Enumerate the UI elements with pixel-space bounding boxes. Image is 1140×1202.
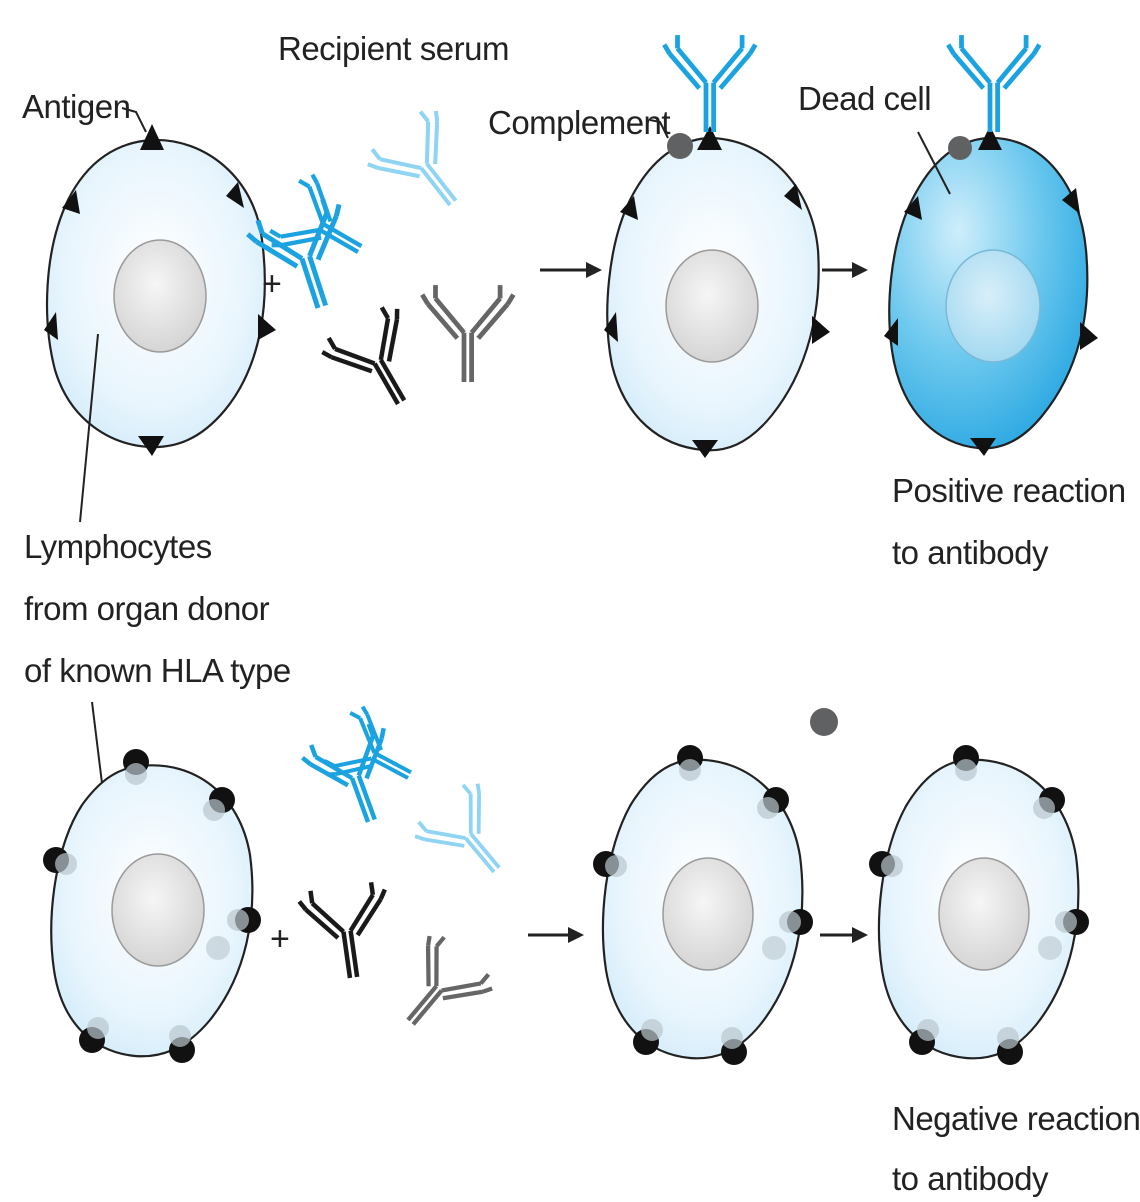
plus-sign-bottom: + — [270, 920, 290, 958]
dead-cell — [889, 138, 1087, 448]
nucleus — [666, 250, 758, 362]
antibody-blue-bottom — [299, 703, 427, 836]
nucleus — [939, 858, 1029, 970]
nucleus — [663, 858, 753, 970]
antibody-bound-top-3 — [948, 35, 1039, 132]
antibody-light-blue-bottom — [410, 777, 528, 896]
label-lymphocytes-2: from organ donor — [24, 590, 270, 627]
antibody-black-bottom — [298, 881, 396, 984]
nucleus — [946, 250, 1040, 362]
arrow-bottom-1 — [528, 927, 584, 943]
antibody-gray-bottom — [379, 930, 497, 1049]
label-lymphocytes-1: Lymphocytes — [24, 528, 212, 565]
label-positive-reaction-1: Positive reaction — [892, 472, 1126, 509]
antibody-gray-top — [422, 285, 513, 382]
cell-donor-top — [47, 140, 265, 447]
antibody-light-blue-top — [362, 104, 487, 230]
cell-with-complement — [607, 138, 818, 450]
arrow-top-2 — [822, 262, 868, 278]
label-lymphocytes-3: of known HLA type — [24, 652, 291, 689]
plus-sign-top: + — [262, 265, 282, 303]
label-positive-reaction-2: to antibody — [892, 534, 1049, 571]
nucleus — [114, 240, 206, 352]
antibody-black-top — [318, 301, 439, 424]
label-negative-reaction-1: Negative reaction — [892, 1100, 1140, 1137]
complement-dot-free — [810, 708, 838, 736]
arrow-bottom-2 — [820, 927, 868, 943]
complement-dot — [667, 133, 693, 159]
nucleus — [112, 854, 204, 966]
label-complement: Complement — [488, 104, 670, 141]
label-antigen: Antigen — [22, 88, 130, 125]
label-negative-reaction-2: to antibody — [892, 1160, 1049, 1197]
label-dead-cell: Dead cell — [798, 80, 931, 117]
arrow-top-1 — [540, 262, 602, 278]
complement-dot — [948, 136, 972, 160]
label-recipient-serum: Recipient serum — [278, 30, 509, 67]
antibody-bound-top-2 — [664, 35, 755, 132]
